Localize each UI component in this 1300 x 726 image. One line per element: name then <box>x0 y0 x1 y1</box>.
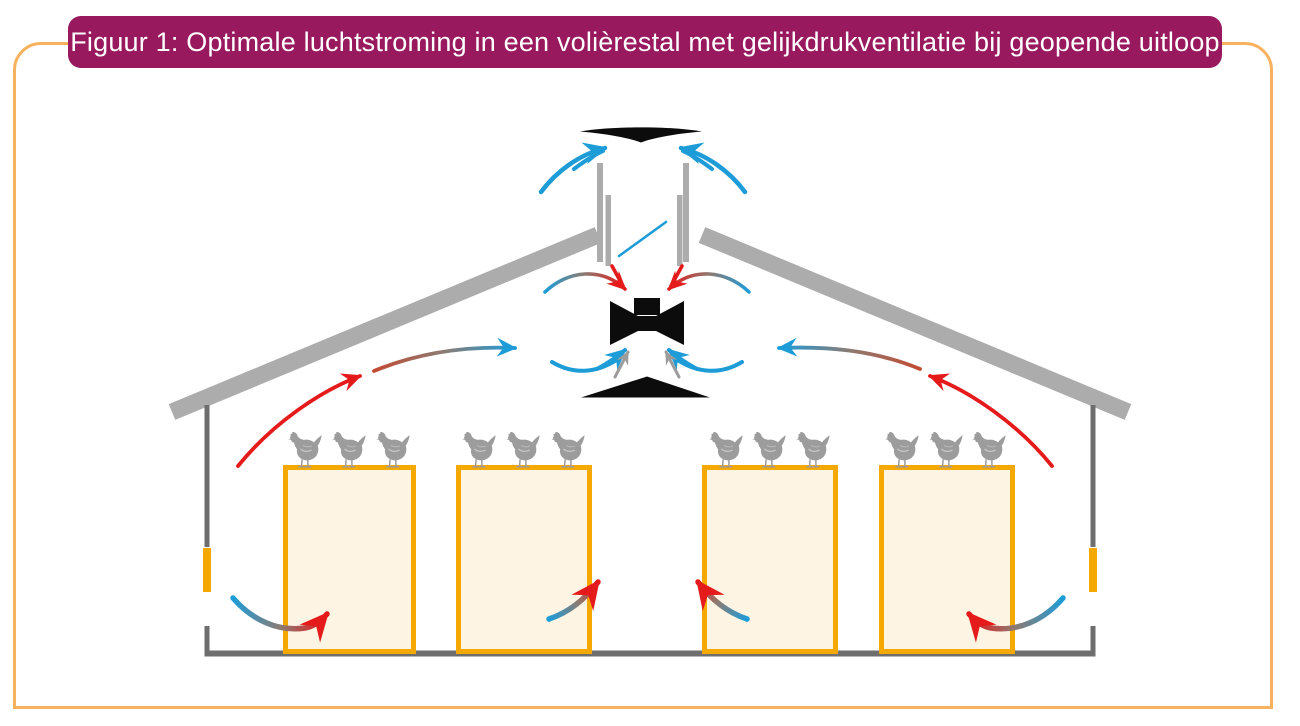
roof-flow-arrows <box>236 337 1054 468</box>
mixed-air-arrow <box>695 579 750 622</box>
mixed-air-arrow <box>372 337 518 373</box>
ridge-vent-cap-icon <box>580 127 702 143</box>
hen-icon <box>971 431 1007 468</box>
wall-outlet-opening-left <box>203 548 211 592</box>
mixed-air-arrow <box>546 579 601 622</box>
cold-air-arrow <box>538 142 608 195</box>
hen-icon <box>461 431 497 468</box>
warm-air-arrow <box>236 373 362 468</box>
hen-icon <box>375 431 411 468</box>
hen-icon <box>505 431 541 468</box>
gray-air-arrow <box>613 350 630 379</box>
fan-downflow-arrows <box>543 264 751 294</box>
mixed-air-arrow <box>776 337 922 371</box>
hen-icon <box>708 431 744 468</box>
roof <box>168 227 1132 420</box>
hen-icon <box>751 431 787 468</box>
aviary-row-1 <box>283 465 416 654</box>
ridge-shaft-wall-left-inner <box>605 195 611 266</box>
hen-icon <box>331 431 367 468</box>
aviary-row-3 <box>702 465 838 654</box>
roof-slope-left <box>168 227 602 420</box>
figure-title: Figuur 1: Optimale luchtstroming in een … <box>70 26 1220 57</box>
hen-icon <box>928 431 964 468</box>
shaft-damper-flap <box>617 220 668 258</box>
ridge-shaft-wall-right-inner <box>677 195 683 266</box>
figure-title-banner: Figuur 1: Optimale luchtstroming in een … <box>68 16 1222 68</box>
cold-air-arrow <box>678 142 748 195</box>
wall-outlet-opening-right <box>1089 548 1097 592</box>
cold-air-arrow <box>572 149 605 171</box>
roof-slope-right <box>698 227 1132 420</box>
aviary-row-4 <box>879 465 1015 654</box>
ridge-shaft <box>597 163 689 266</box>
hens <box>287 431 1007 468</box>
mixed-air-arrow <box>230 595 330 643</box>
ridge-intake-arrows <box>538 142 748 195</box>
ridge-shaft-wall-left-outer <box>597 163 603 262</box>
mixed-air-arrow <box>543 270 627 294</box>
fan-intake-arrows <box>550 348 744 379</box>
circulation-fan-icon <box>610 298 684 345</box>
floor-intake-arrows <box>230 579 1066 643</box>
mixed-air-arrow <box>966 595 1066 643</box>
warm-air-arrow <box>610 264 625 288</box>
hen-icon <box>287 431 323 468</box>
deflector-plate-icon <box>581 376 710 398</box>
mixed-air-arrow <box>667 270 751 294</box>
ridge-shaft-wall-right-outer <box>683 163 689 262</box>
aviary-row-2 <box>456 465 592 654</box>
warm-air-arrow <box>669 264 684 288</box>
warm-air-arrow <box>928 373 1054 468</box>
gray-air-arrow <box>664 350 681 379</box>
hen-icon <box>795 431 831 468</box>
hen-icon <box>884 431 920 468</box>
cold-air-arrow <box>681 149 714 171</box>
aviary-rows <box>283 465 1015 654</box>
hen-icon <box>550 431 586 468</box>
